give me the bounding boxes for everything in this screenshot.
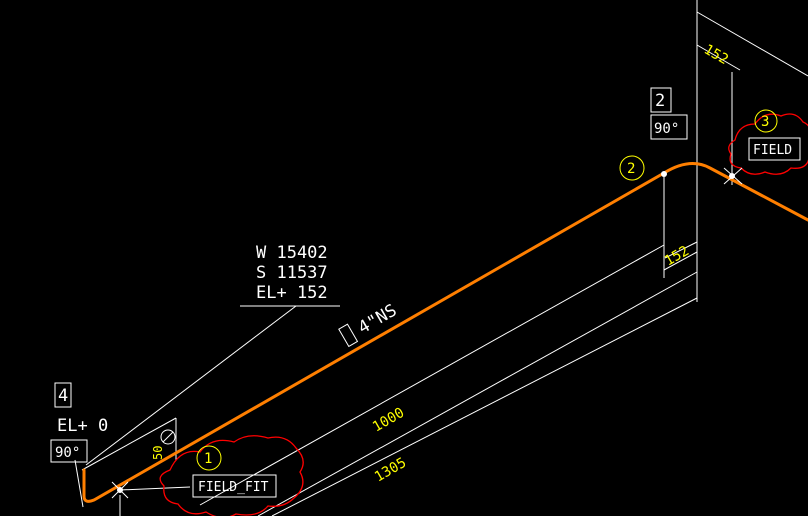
revision-cloud-field-fit <box>159 435 304 516</box>
revision-clouds <box>159 113 808 516</box>
dim-overall-run: 1305 <box>372 455 409 486</box>
point-2: 2 2 90° <box>619 87 688 181</box>
weld-markers <box>111 167 743 499</box>
bend-2-angle: 90° <box>654 121 679 137</box>
dim-small-left: 50 <box>151 446 165 460</box>
dimension-lines <box>74 0 808 516</box>
point-4-tag: 4 <box>58 386 68 406</box>
pipe-spec-text: 4"NS <box>355 301 400 339</box>
bend-2-tag: 2 <box>655 91 665 111</box>
coordinate-block: W 15402 S 11537 EL+ 152 <box>256 243 328 303</box>
dim-main-run: 1000 <box>370 405 407 436</box>
point-1: 1 FIELD_FIT <box>192 445 277 498</box>
coord-elevation: EL+ 152 <box>256 283 328 303</box>
spec-marker-box <box>338 323 359 348</box>
field-tag: FIELD <box>753 143 792 158</box>
coord-west: W 15402 <box>256 243 328 263</box>
point-2-bubble <box>619 155 645 181</box>
dim-top-offset: 152 <box>701 42 731 69</box>
point-3-bubble <box>754 109 778 133</box>
point-1-number: 1 <box>204 451 212 467</box>
field-fit-tag-box <box>192 474 277 498</box>
point-4-angle: 90° <box>55 445 80 461</box>
pipe-segment-main <box>82 162 808 503</box>
bend-2-angle-box <box>650 114 688 140</box>
weld-dot-2 <box>661 171 667 177</box>
point-4-tag-box <box>54 382 72 408</box>
field-fit-tag: FIELD_FIT <box>198 480 269 495</box>
point-4-angle-box <box>50 439 88 463</box>
coord-south: S 11537 <box>256 263 328 283</box>
field-tag-box <box>748 137 801 161</box>
valve-symbol <box>160 429 176 445</box>
point-1-bubble <box>196 445 222 471</box>
revision-cloud-field <box>728 113 808 175</box>
pipe-route <box>82 162 808 503</box>
bend-2-tag-box <box>650 87 672 113</box>
point-3: 3 FIELD <box>748 109 801 161</box>
point-2-number: 2 <box>627 161 635 177</box>
point-3-number: 3 <box>761 114 769 130</box>
point-4-elevation: EL+ 0 <box>57 416 108 436</box>
point-4: 4 EL+ 0 90° <box>50 382 108 463</box>
